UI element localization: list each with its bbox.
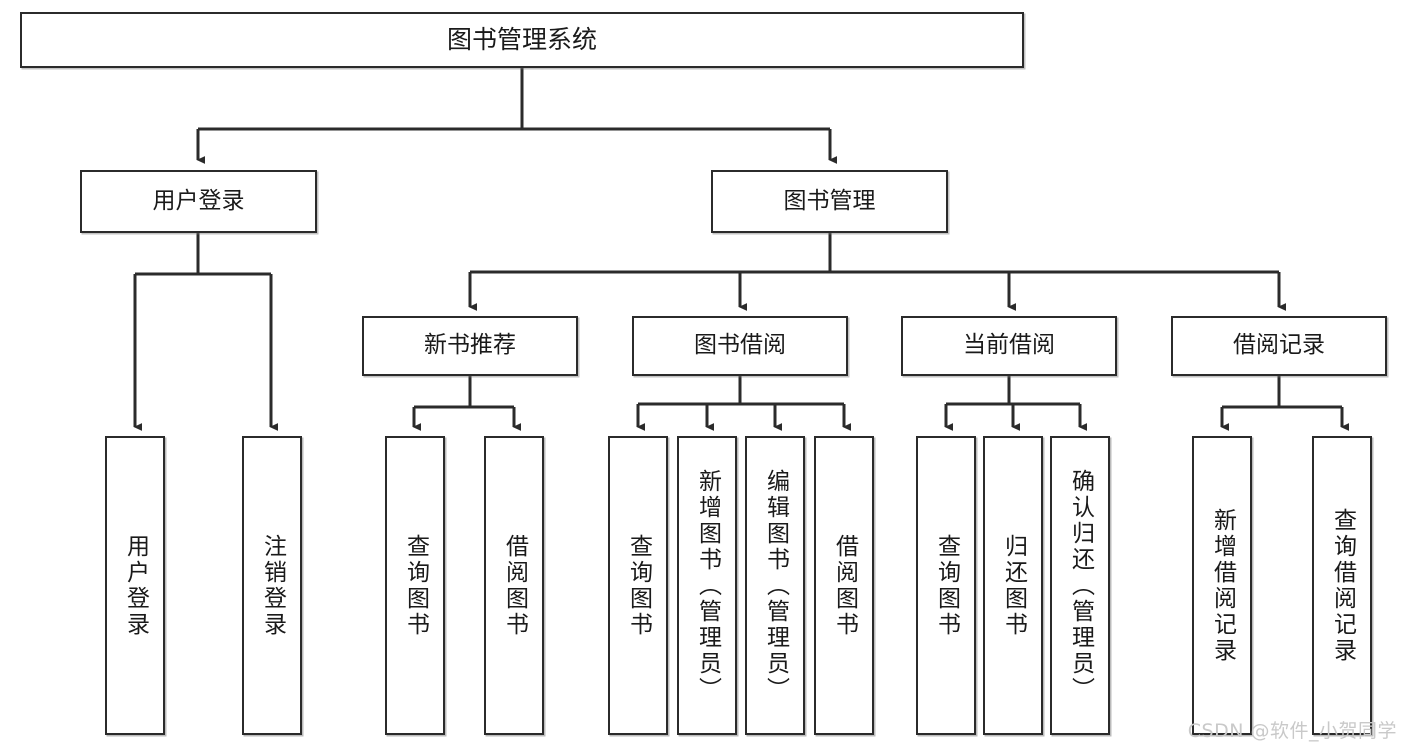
node-book-management-label: 图书管理: [783, 187, 876, 214]
node-user-login-label: 用户登录: [152, 187, 245, 214]
node-leaf-user-login-label: 用户登录: [122, 533, 149, 638]
node-leaf-logout-label: 注销登录: [259, 533, 286, 638]
node-book-borrow[interactable]: 图书借阅: [632, 316, 848, 376]
node-leaf-return-book[interactable]: 归还图书: [983, 436, 1043, 735]
node-leaf-return-book-label: 归还图书: [1000, 533, 1027, 638]
node-leaf-confirm-return-label: 确认归还（管理员）: [1067, 468, 1094, 703]
node-borrow-record[interactable]: 借阅记录: [1171, 316, 1387, 376]
node-leaf-query-book-3[interactable]: 查询图书: [916, 436, 976, 735]
node-leaf-query-book-2[interactable]: 查询图书: [608, 436, 668, 735]
node-leaf-query-book-1[interactable]: 查询图书: [385, 436, 445, 735]
node-leaf-add-book[interactable]: 新增图书（管理员）: [677, 436, 737, 735]
node-book-management[interactable]: 图书管理: [711, 170, 948, 233]
node-leaf-add-record[interactable]: 新增借阅记录: [1192, 436, 1252, 735]
node-leaf-query-book-1-label: 查询图书: [402, 533, 429, 638]
node-leaf-query-record[interactable]: 查询借阅记录: [1312, 436, 1372, 735]
node-current-borrow[interactable]: 当前借阅: [901, 316, 1117, 376]
node-leaf-user-login[interactable]: 用户登录: [105, 436, 165, 735]
node-leaf-query-book-2-label: 查询图书: [625, 533, 652, 638]
node-new-book-recommend-label: 新书推荐: [424, 332, 516, 359]
node-leaf-confirm-return[interactable]: 确认归还（管理员）: [1050, 436, 1110, 735]
node-new-book-recommend[interactable]: 新书推荐: [362, 316, 578, 376]
node-borrow-record-label: 借阅记录: [1233, 332, 1325, 359]
node-leaf-query-record-label: 查询借阅记录: [1329, 507, 1356, 664]
node-leaf-borrow-book-2-label: 借阅图书: [831, 533, 858, 638]
node-leaf-edit-book-label: 编辑图书（管理员）: [762, 468, 789, 703]
node-root-label: 图书管理系统: [446, 25, 597, 54]
node-leaf-borrow-book-1-label: 借阅图书: [501, 533, 528, 638]
node-root[interactable]: 图书管理系统: [20, 12, 1024, 68]
node-leaf-borrow-book-2[interactable]: 借阅图书: [814, 436, 874, 735]
node-book-borrow-label: 图书借阅: [694, 332, 786, 359]
node-leaf-logout[interactable]: 注销登录: [242, 436, 302, 735]
node-leaf-edit-book[interactable]: 编辑图书（管理员）: [745, 436, 805, 735]
node-current-borrow-label: 当前借阅: [963, 332, 1055, 359]
node-leaf-query-book-3-label: 查询图书: [933, 533, 960, 638]
node-leaf-add-record-label: 新增借阅记录: [1209, 507, 1236, 664]
node-user-login[interactable]: 用户登录: [80, 170, 317, 233]
node-leaf-borrow-book-1[interactable]: 借阅图书: [484, 436, 544, 735]
node-leaf-add-book-label: 新增图书（管理员）: [694, 468, 721, 703]
